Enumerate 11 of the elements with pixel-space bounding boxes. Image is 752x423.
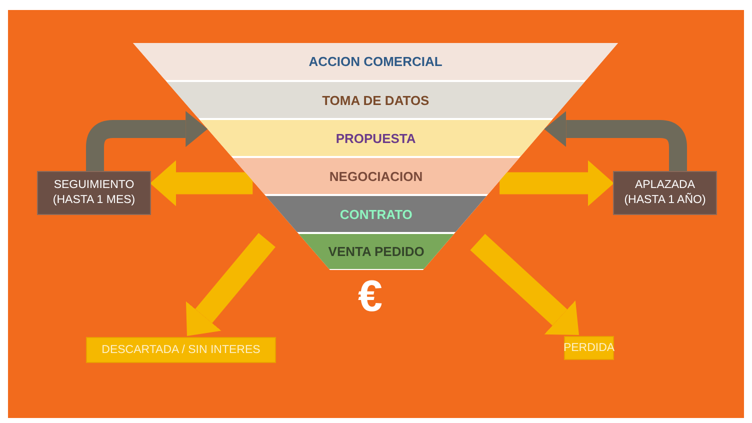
status-box: SEGUIMIENTO (HASTA 1 MES) <box>38 172 150 214</box>
funnel-stage: TOMA DE DATOS <box>166 82 584 118</box>
funnel-stage: PROPUESTA <box>200 120 552 156</box>
euro-sign: € <box>358 272 382 322</box>
funnel-stage: ACCION COMERCIAL <box>133 43 618 80</box>
outcome-label: PERDIDA <box>565 337 613 359</box>
block-arrow <box>186 232 276 336</box>
block-arrow <box>500 160 614 206</box>
status-box: APLAZADA (HASTA 1 AÑO) <box>614 172 716 214</box>
block-arrow <box>150 160 253 206</box>
outcome-label: DESCARTADA / SIN INTERES <box>87 338 275 362</box>
